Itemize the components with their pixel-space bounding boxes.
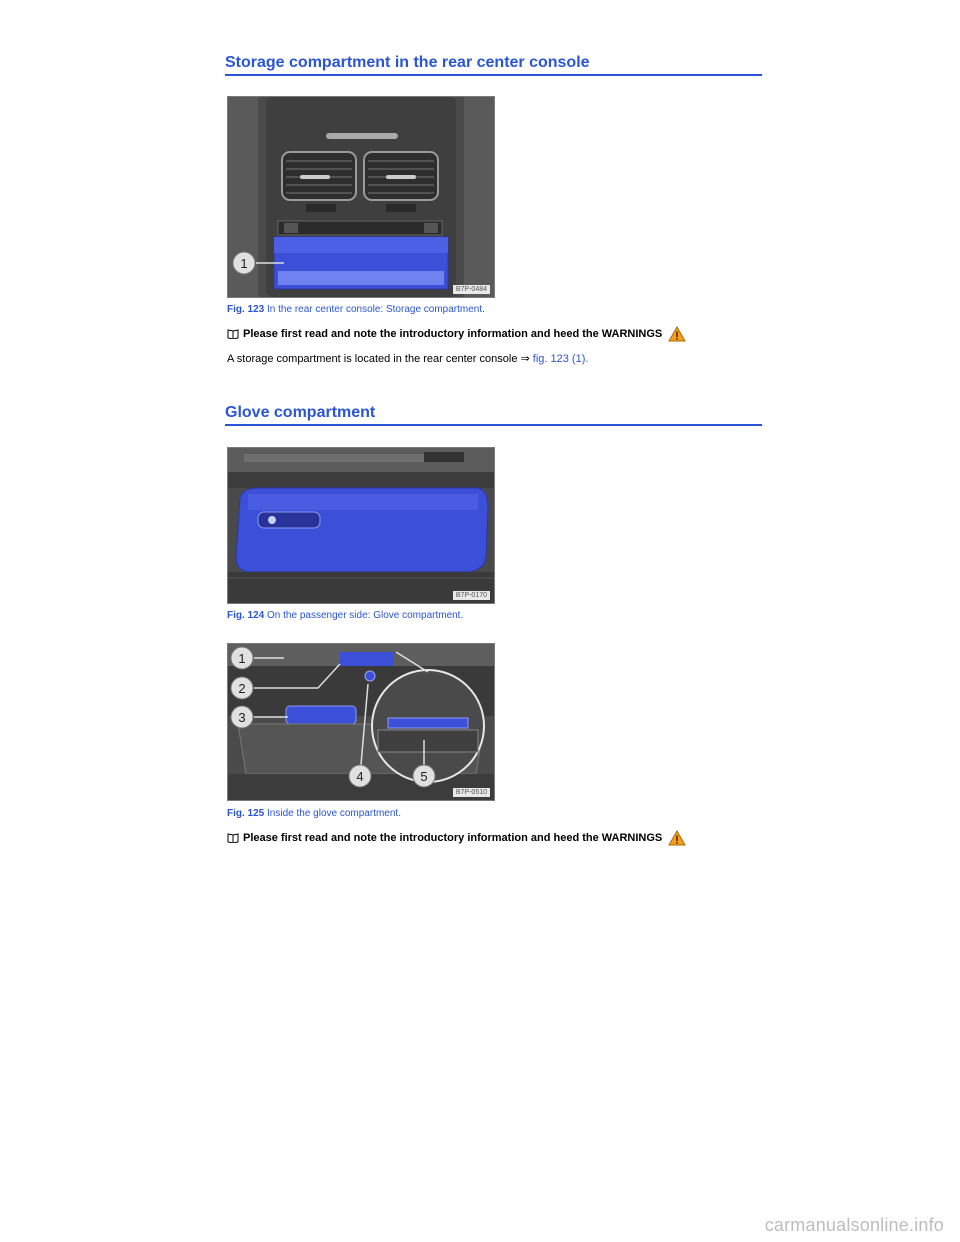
callout-3: 3 <box>238 710 245 725</box>
figure-caption-123: Fig. 123 In the rear center console: Sto… <box>227 304 485 315</box>
figure-code: B7P-0170 <box>452 591 490 600</box>
figure-reference-link[interactable]: fig. 123 (1) <box>532 353 586 365</box>
figure-caption-125: Fig. 125 Inside the glove compartment. <box>227 808 401 819</box>
ref-arrow: ⇒ <box>520 353 530 365</box>
warning-note-2: Please first read and note the introduct… <box>227 830 687 846</box>
figure-caption-124: Fig. 124 On the passenger side: Glove co… <box>227 610 463 621</box>
callout-1: 1 <box>238 651 245 666</box>
figure-caption-text: In the rear center console: Storage comp… <box>267 304 485 315</box>
watermark: carmanualsonline.info <box>764 1215 944 1235</box>
figure-caption-text: Inside the glove compartment. <box>267 808 401 819</box>
section-title-glove: Glove compartment <box>225 404 762 426</box>
figure-number: Fig. 124 <box>227 610 265 621</box>
body-end: . <box>585 353 589 365</box>
figure-glove-closed: B7P-0170 <box>227 447 495 604</box>
glove-closed-illustration <box>228 448 494 603</box>
warning-icon <box>668 326 687 342</box>
book-icon <box>227 833 239 843</box>
rear-console-illustration: 1 <box>228 97 494 297</box>
figure-code: B7P-0484 <box>452 285 490 294</box>
body-paragraph: A storage compartment is located in the … <box>227 352 588 365</box>
figure-number: Fig. 125 <box>227 808 265 819</box>
figure-glove-open: 1 2 3 4 5 B7P-0510 <box>227 643 495 801</box>
figure-caption-text: On the passenger side: Glove compartment… <box>267 610 464 621</box>
note-text: Please first read and note the introduct… <box>243 832 663 844</box>
callout-4: 4 <box>356 769 363 784</box>
body-text: A storage compartment is located in the … <box>227 353 518 365</box>
callout-1: 1 <box>240 256 247 271</box>
figure-code: B7P-0510 <box>452 788 490 797</box>
warning-note-1: Please first read and note the introduct… <box>227 326 687 342</box>
glove-open-illustration: 1 2 3 4 5 <box>228 644 494 800</box>
book-icon <box>227 329 239 339</box>
figure-number: Fig. 123 <box>227 304 265 315</box>
callout-5: 5 <box>420 769 427 784</box>
warning-icon <box>668 830 687 846</box>
figure-rear-console: 1 B7P-0484 <box>227 96 495 298</box>
callout-2: 2 <box>238 681 245 696</box>
section-title-storage: Storage compartment in the rear center c… <box>225 54 762 76</box>
note-text: Please first read and note the introduct… <box>243 328 663 340</box>
